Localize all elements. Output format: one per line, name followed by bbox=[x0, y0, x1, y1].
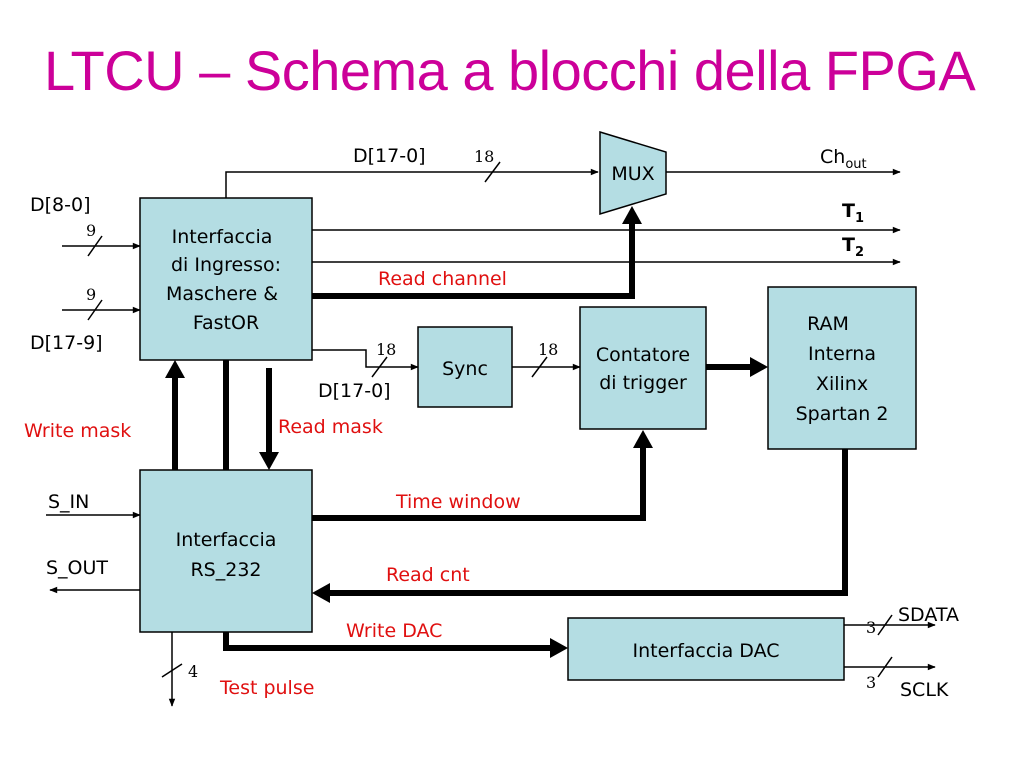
bus-width-label: 18 bbox=[538, 340, 558, 359]
block-label: RAM bbox=[807, 313, 849, 335]
d17-0-top-wire bbox=[225, 168, 599, 198]
test-pulse-label: Test pulse bbox=[219, 677, 314, 699]
interfaccia-dac-block bbox=[567, 617, 845, 681]
read-mask-label: Read mask bbox=[278, 416, 383, 438]
block-label: Xilinx bbox=[816, 373, 868, 395]
d17-0-sync-wire bbox=[312, 349, 419, 371]
bus-width-label: 18 bbox=[474, 147, 494, 166]
time-window-bus bbox=[312, 446, 646, 521]
ram-block bbox=[767, 286, 917, 450]
signal-label: S_OUT bbox=[46, 557, 108, 579]
write-dac-bus bbox=[223, 632, 552, 651]
dac-label: Interfaccia DAC bbox=[632, 640, 779, 662]
page-title: LTCU – Schema a blocchi della FPGA bbox=[44, 39, 976, 102]
block-label: Spartan 2 bbox=[796, 403, 889, 425]
sync-label: Sync bbox=[442, 358, 488, 380]
signal-label: T1 bbox=[842, 200, 864, 226]
bus-width-label: 3 bbox=[866, 618, 876, 637]
mux-block bbox=[599, 130, 667, 216]
signal-label: D[17-0] bbox=[318, 380, 391, 402]
block-label: RS_232 bbox=[190, 559, 261, 581]
signal-label: Chout bbox=[820, 146, 867, 172]
bus-width-label: 3 bbox=[866, 673, 876, 692]
bus-width-tick bbox=[87, 235, 103, 257]
bus-width-label: 9 bbox=[86, 285, 96, 304]
block-label: Maschere & bbox=[166, 283, 278, 305]
contatore-block bbox=[579, 306, 707, 430]
block-label: Interfaccia bbox=[172, 226, 273, 248]
signal-label: D[8-0] bbox=[30, 194, 91, 216]
bus-width-tick bbox=[484, 161, 501, 183]
signal-label: D[17-0] bbox=[353, 145, 426, 167]
block-label: Interfaccia bbox=[176, 529, 277, 551]
bus-width-tick bbox=[877, 656, 893, 678]
block-label: di Ingresso: bbox=[171, 254, 281, 276]
read-cnt-bus bbox=[330, 449, 848, 596]
bus-width-label: 4 bbox=[188, 662, 198, 681]
bus-width-tick bbox=[531, 356, 548, 378]
block-label: Interna bbox=[808, 343, 876, 365]
read-channel-bus bbox=[312, 222, 635, 299]
sync-block bbox=[417, 326, 513, 408]
signal-label: SCLK bbox=[900, 679, 949, 701]
read-cnt-label: Read cnt bbox=[386, 564, 470, 586]
block-label: di trigger bbox=[599, 372, 687, 394]
bus-width-label: 9 bbox=[86, 221, 96, 240]
bus-width-tick bbox=[87, 299, 103, 321]
signal-label: S_IN bbox=[48, 491, 89, 513]
interfaccia-rs232-block bbox=[139, 469, 313, 633]
bus-width-tick bbox=[877, 614, 893, 636]
bus-width-tick bbox=[371, 356, 388, 378]
signal-label: D[17-9] bbox=[30, 332, 103, 354]
block-label: FastOR bbox=[193, 312, 259, 334]
mux-label: MUX bbox=[611, 163, 654, 185]
time-window-label: Time window bbox=[395, 491, 521, 513]
signal-label: T2 bbox=[842, 234, 864, 260]
write-dac-label: Write DAC bbox=[346, 620, 442, 642]
write-mask-label: Write mask bbox=[24, 420, 131, 442]
interfaccia-ingresso-block bbox=[139, 197, 313, 361]
signal-label: SDATA bbox=[898, 604, 959, 626]
bus-width-label: 18 bbox=[376, 340, 396, 359]
read-channel-label: Read channel bbox=[378, 268, 507, 290]
bus-width-tick bbox=[161, 663, 183, 678]
block-label: Contatore bbox=[596, 344, 690, 366]
